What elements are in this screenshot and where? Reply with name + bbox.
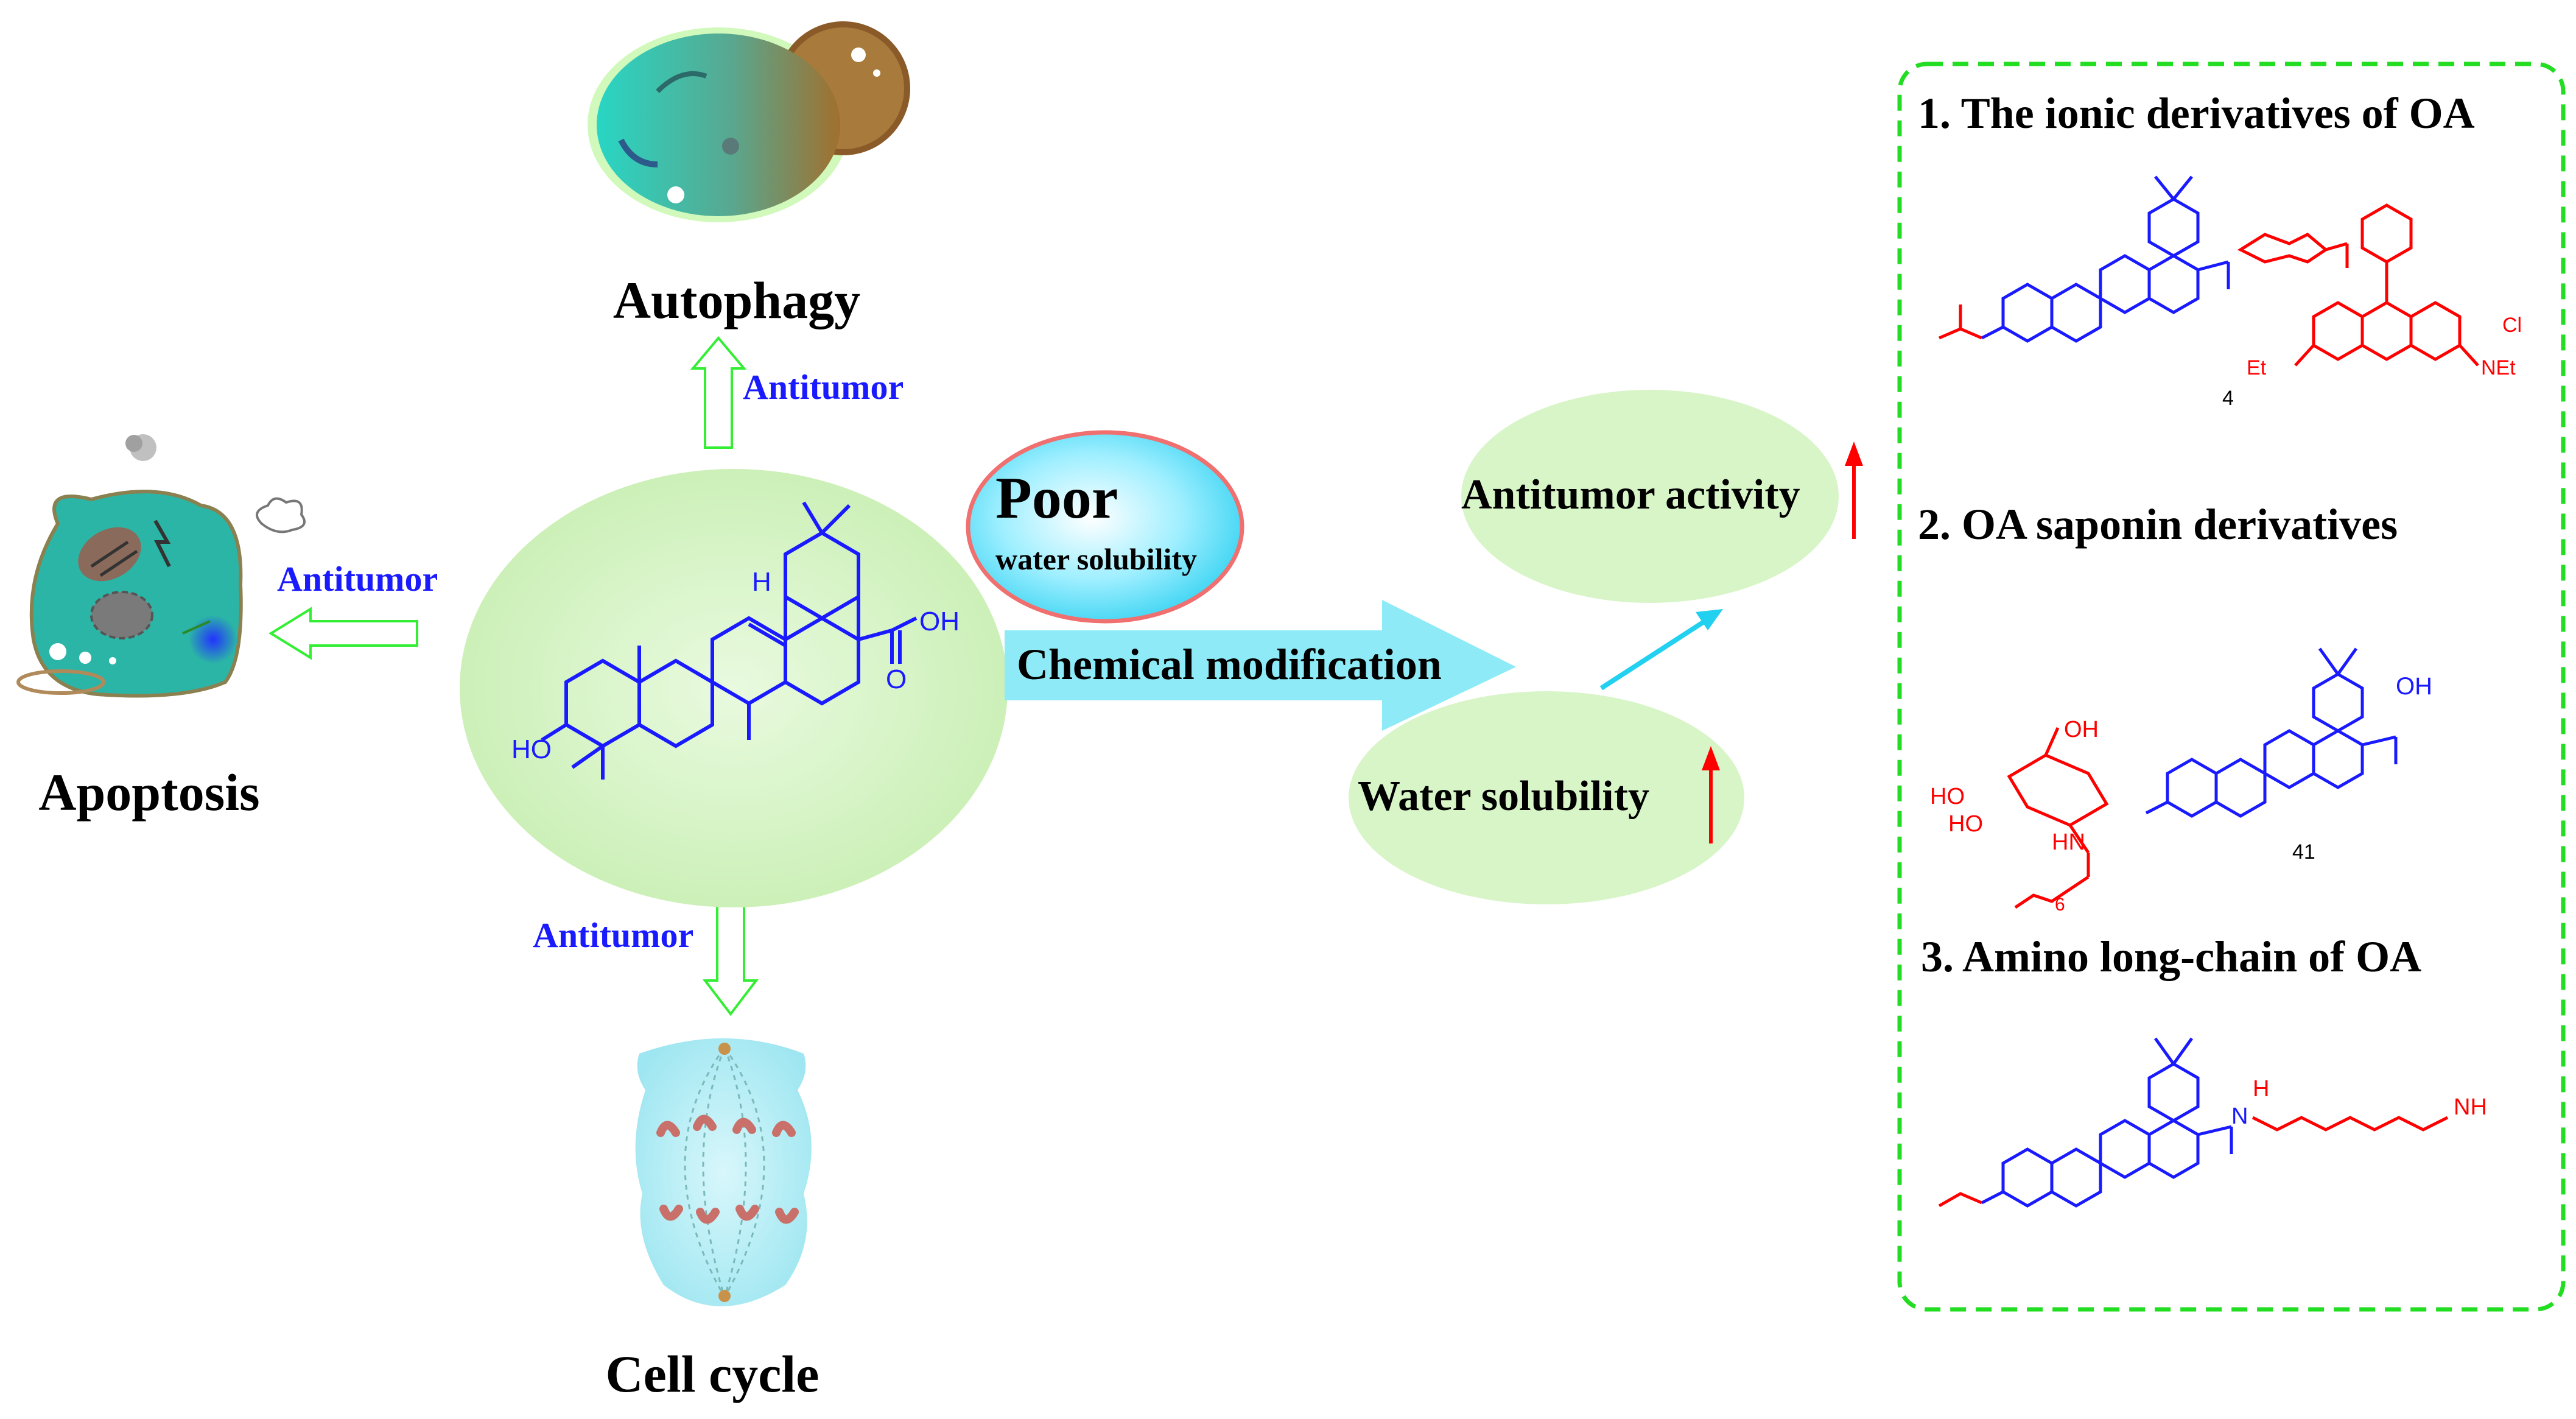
ho-label: HO bbox=[511, 734, 552, 764]
amide-n-label: N bbox=[2231, 1104, 2248, 1129]
amine-nh2-label: NH bbox=[2454, 1094, 2487, 1120]
compound-41-number: 41 bbox=[2292, 840, 2315, 864]
saponin-oh-label: OH bbox=[2396, 673, 2432, 700]
water-solubility-ellipse bbox=[1349, 691, 1744, 904]
oleanolic-acid-structure bbox=[541, 501, 918, 780]
sugar-ho-2-label: HO bbox=[1948, 811, 1983, 837]
sugar-hn-label: HN bbox=[2052, 829, 2085, 855]
yeast-cell-illustration bbox=[588, 21, 910, 222]
oleanolic-acid-ellipse bbox=[460, 469, 1008, 907]
chemical-modification-arrow bbox=[1005, 600, 1516, 731]
antitumor-label-left: Antitumor bbox=[277, 559, 438, 599]
antitumor-activity-ellipse bbox=[1461, 390, 1839, 603]
et2n-left-label: Et bbox=[2247, 356, 2267, 379]
oh-label: OH bbox=[919, 607, 960, 636]
derivative-2-title: 2. OA saponin derivatives bbox=[1918, 500, 2398, 549]
poor-solubility-bubble bbox=[966, 430, 1244, 624]
chloride-label: Cl bbox=[2502, 314, 2522, 337]
solubility-to-activity-arrow bbox=[1599, 609, 1723, 691]
increase-arrow-solubility bbox=[1702, 746, 1720, 843]
o-label: O bbox=[886, 664, 907, 694]
water-solubility-small-label: water solubility bbox=[995, 542, 1197, 576]
saponin-derivative-structure bbox=[2007, 647, 2398, 909]
antitumor-label-top: Antitumor bbox=[743, 367, 904, 407]
derivative-1-title: 1. The ionic derivatives of OA bbox=[1918, 89, 2475, 138]
h-label: H bbox=[752, 567, 771, 597]
water-solubility-label: Water solubility bbox=[1358, 773, 1649, 820]
increase-arrow-activity bbox=[1845, 442, 1863, 539]
antitumor-label-bottom: Antitumor bbox=[533, 915, 693, 955]
antitumor-activity-label: Antitumor activity bbox=[1461, 471, 1800, 518]
cell-cycle-label: Cell cycle bbox=[606, 1345, 819, 1403]
sugar-ho-1-label: HO bbox=[1930, 784, 1965, 809]
autophagy-label: Autophagy bbox=[613, 271, 860, 329]
ionic-derivative-structure bbox=[1939, 175, 2479, 367]
chemical-modification-label: Chemical modification bbox=[1017, 640, 1442, 689]
amino-chain-derivative-structure bbox=[1938, 1037, 2449, 1208]
arrow-down-cell-cycle bbox=[702, 894, 759, 1016]
sugar-oh-label: OH bbox=[2064, 717, 2099, 742]
compound-4-number: 4 bbox=[2222, 387, 2234, 410]
apoptosis-label: Apoptosis bbox=[38, 763, 259, 822]
arrow-up-autophagy bbox=[690, 336, 747, 449]
amide-h-label: H bbox=[2253, 1076, 2269, 1102]
apoptotic-cell-illustration bbox=[16, 434, 306, 698]
derivatives-box bbox=[1897, 62, 2566, 1312]
arrow-left-apoptosis bbox=[268, 607, 418, 660]
chain-subscript-label: 6 bbox=[2055, 895, 2065, 915]
net2-right-label: NEt bbox=[2481, 356, 2516, 379]
derivative-3-title: 3. Amino long-chain of OA bbox=[1921, 932, 2421, 981]
poor-label: Poor bbox=[995, 465, 1118, 531]
dividing-cell-illustration bbox=[635, 1038, 812, 1306]
